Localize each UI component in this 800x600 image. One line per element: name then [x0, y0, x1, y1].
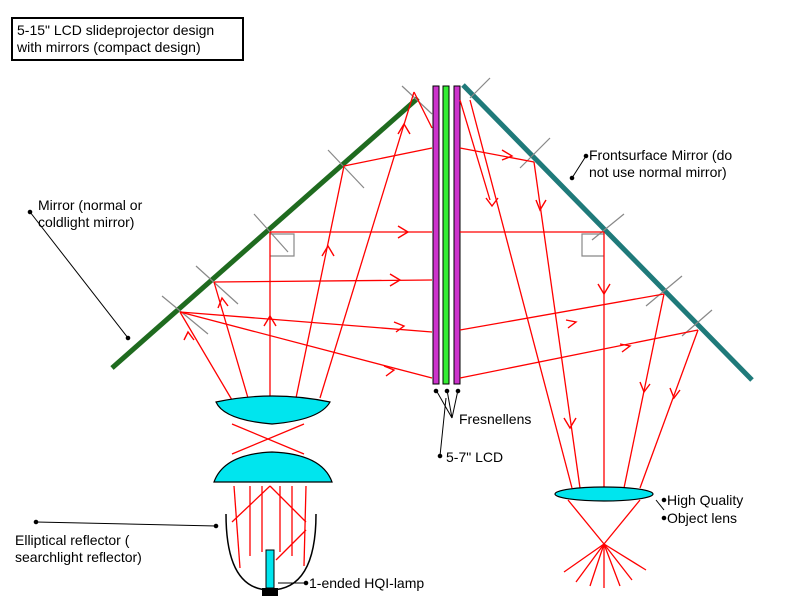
- condenser-lens-lower: [213, 451, 333, 483]
- label-mirror-line-2: coldlight mirror): [38, 214, 135, 230]
- leader-lines: [27, 153, 667, 586]
- hqi-lamp: [265, 549, 275, 589]
- title-line-1: 5-15" LCD slideprojector design: [17, 22, 215, 38]
- lcd-panel: [442, 85, 450, 385]
- condenser-lens-upper: [215, 395, 331, 425]
- label-object-lens-line-2: Object lens: [667, 510, 738, 526]
- title-box: 5-15" LCD slideprojector design with mir…: [11, 17, 244, 61]
- lamp-base: [262, 588, 278, 596]
- fresnel-lens-right: [453, 85, 461, 385]
- light-rays: [179, 91, 699, 588]
- title-line-2: with mirrors (compact design): [17, 39, 201, 55]
- object-lens: [554, 486, 654, 502]
- label-front-mirror-line-2: not use normal mirror): [589, 164, 727, 180]
- label-lcd: 5-7" LCD: [446, 449, 504, 465]
- ray-arrows: [183, 122, 681, 430]
- label-front-mirror-line-1: Frontsurface Mirror (do: [589, 147, 733, 163]
- label-reflector-line-1: Elliptical reflector (: [15, 532, 130, 548]
- fresnel-lens-left: [432, 85, 440, 385]
- label-object-lens-line-1: High Quality: [667, 492, 744, 508]
- mirror-normals: [161, 77, 713, 337]
- label-fresnel-lens: Fresnellens: [459, 411, 532, 427]
- label-mirror-line-1: Mirror (normal or: [38, 197, 143, 213]
- label-hqi-lamp: 1-ended HQI-lamp: [309, 575, 425, 591]
- left-mirror: [110, 96, 420, 370]
- right-mirror: [461, 83, 754, 382]
- label-reflector-line-2: searchlight reflector): [15, 549, 142, 565]
